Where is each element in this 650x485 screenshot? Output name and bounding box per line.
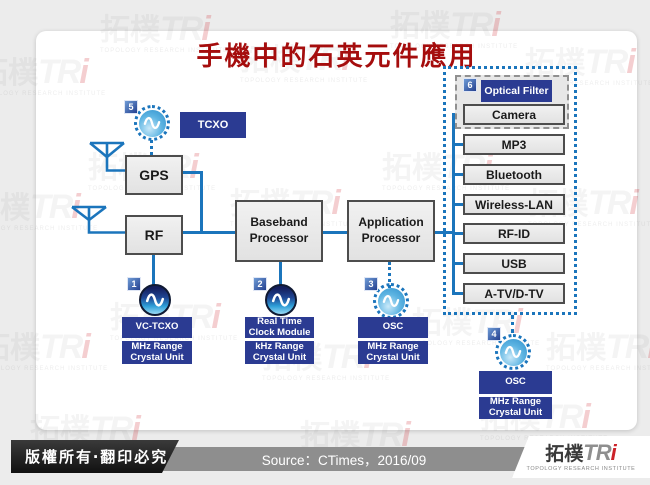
- peripheral-bus-line: [452, 113, 455, 295]
- peripheral-box-camera: Camera: [463, 104, 565, 125]
- component-unit-mhz-1: MHz Range Crystal Unit: [122, 341, 192, 364]
- connector-gps-right: [183, 171, 203, 174]
- footer-copyright-bar: 版權所有‧翻印必究: [11, 440, 179, 473]
- component-name-osc-3: OSC: [358, 317, 428, 338]
- footer-copyright-text: 版權所有‧翻印必究: [25, 449, 169, 466]
- component-unit-mhz-3: MHz Range Crystal Unit: [358, 341, 428, 364]
- gps-box: GPS: [125, 155, 183, 195]
- footer-source-text: Source：CTimes，2016/09: [261, 453, 427, 468]
- stub-a-tv: [455, 292, 464, 295]
- connector-rf-crystal1: [152, 255, 155, 286]
- crystal-icon-4: [495, 334, 531, 370]
- watermark-cjk-text: 拓樸: [0, 192, 30, 225]
- stub-usb: [455, 262, 464, 265]
- crystal-icon-1: [139, 284, 171, 316]
- badge-6: 6: [463, 78, 477, 92]
- peripheral-box-bluetooth: Bluetooth: [463, 164, 565, 185]
- watermark-cjk-text: 拓樸: [0, 57, 38, 90]
- antenna-icon: [71, 205, 128, 234]
- peripheral-group-border: [443, 66, 577, 315]
- tcxo-box: TCXO: [180, 112, 246, 138]
- peripheral-box-a-tv-d-tv: A-TV/D-TV: [463, 283, 565, 304]
- badge-2: 2: [253, 277, 267, 291]
- badge-5: 5: [124, 100, 138, 114]
- logo-subtitle: TOPOLOGY RESEARCH INSTITUTE: [526, 466, 636, 472]
- badge-4: 4: [487, 327, 501, 341]
- connector-application-crystal3-dotted: [388, 262, 391, 288]
- stub-mp3: [455, 143, 464, 146]
- component-unit-mhz-4: MHz Range Crystal Unit: [479, 396, 552, 419]
- stub-wireless-lan: [455, 203, 464, 206]
- application-processor-box: Application Processor: [347, 200, 435, 262]
- logo-cjk-text: 拓樸: [545, 444, 584, 465]
- component-name-osc-4: OSC: [479, 371, 552, 394]
- footer-source-bar: Source：CTimes，2016/09: [150, 447, 538, 471]
- rf-box: RF: [125, 215, 183, 255]
- peripheral-box-mp3: MP3: [463, 134, 565, 155]
- page-title: 手機中的石英元件應用: [196, 42, 477, 72]
- antenna-icon: [89, 141, 130, 172]
- stub-rf-id: [455, 232, 464, 235]
- crystal-icon-5: [134, 105, 170, 141]
- badge-1: 1: [127, 277, 141, 291]
- connector-rf-baseband: [183, 231, 235, 234]
- logo-i-accent: i: [610, 440, 617, 465]
- component-name-vc-tcxo: VC-TCXO: [122, 317, 192, 338]
- peripheral-box-rf-id: RF-ID: [463, 223, 565, 244]
- peripheral-box-wireless-lan: Wireless-LAN: [463, 194, 565, 215]
- stub-bluetooth: [455, 173, 464, 176]
- connector-tcxo-gps-dotted: [150, 140, 153, 155]
- badge-3: 3: [364, 277, 378, 291]
- peripheral-box-usb: USB: [463, 253, 565, 274]
- connector-baseband-crystal2: [279, 262, 282, 286]
- component-name-rtc: Real Time Clock Module: [245, 316, 314, 338]
- baseband-processor-box: Baseband Processor: [235, 200, 323, 262]
- connector-group-crystal4-dotted: [511, 315, 514, 333]
- component-unit-khz: kHz Range Crystal Unit: [245, 341, 314, 364]
- connector-baseband-application: [323, 231, 347, 234]
- connector-gps-vertical: [200, 171, 203, 234]
- crystal-icon-2: [265, 284, 297, 316]
- optical-filter-box: Optical Filter: [481, 80, 552, 102]
- watermark-cjk-text: 拓樸: [0, 332, 40, 365]
- logo-latin-text: TR: [583, 440, 611, 465]
- crystal-icon-3: [373, 283, 409, 319]
